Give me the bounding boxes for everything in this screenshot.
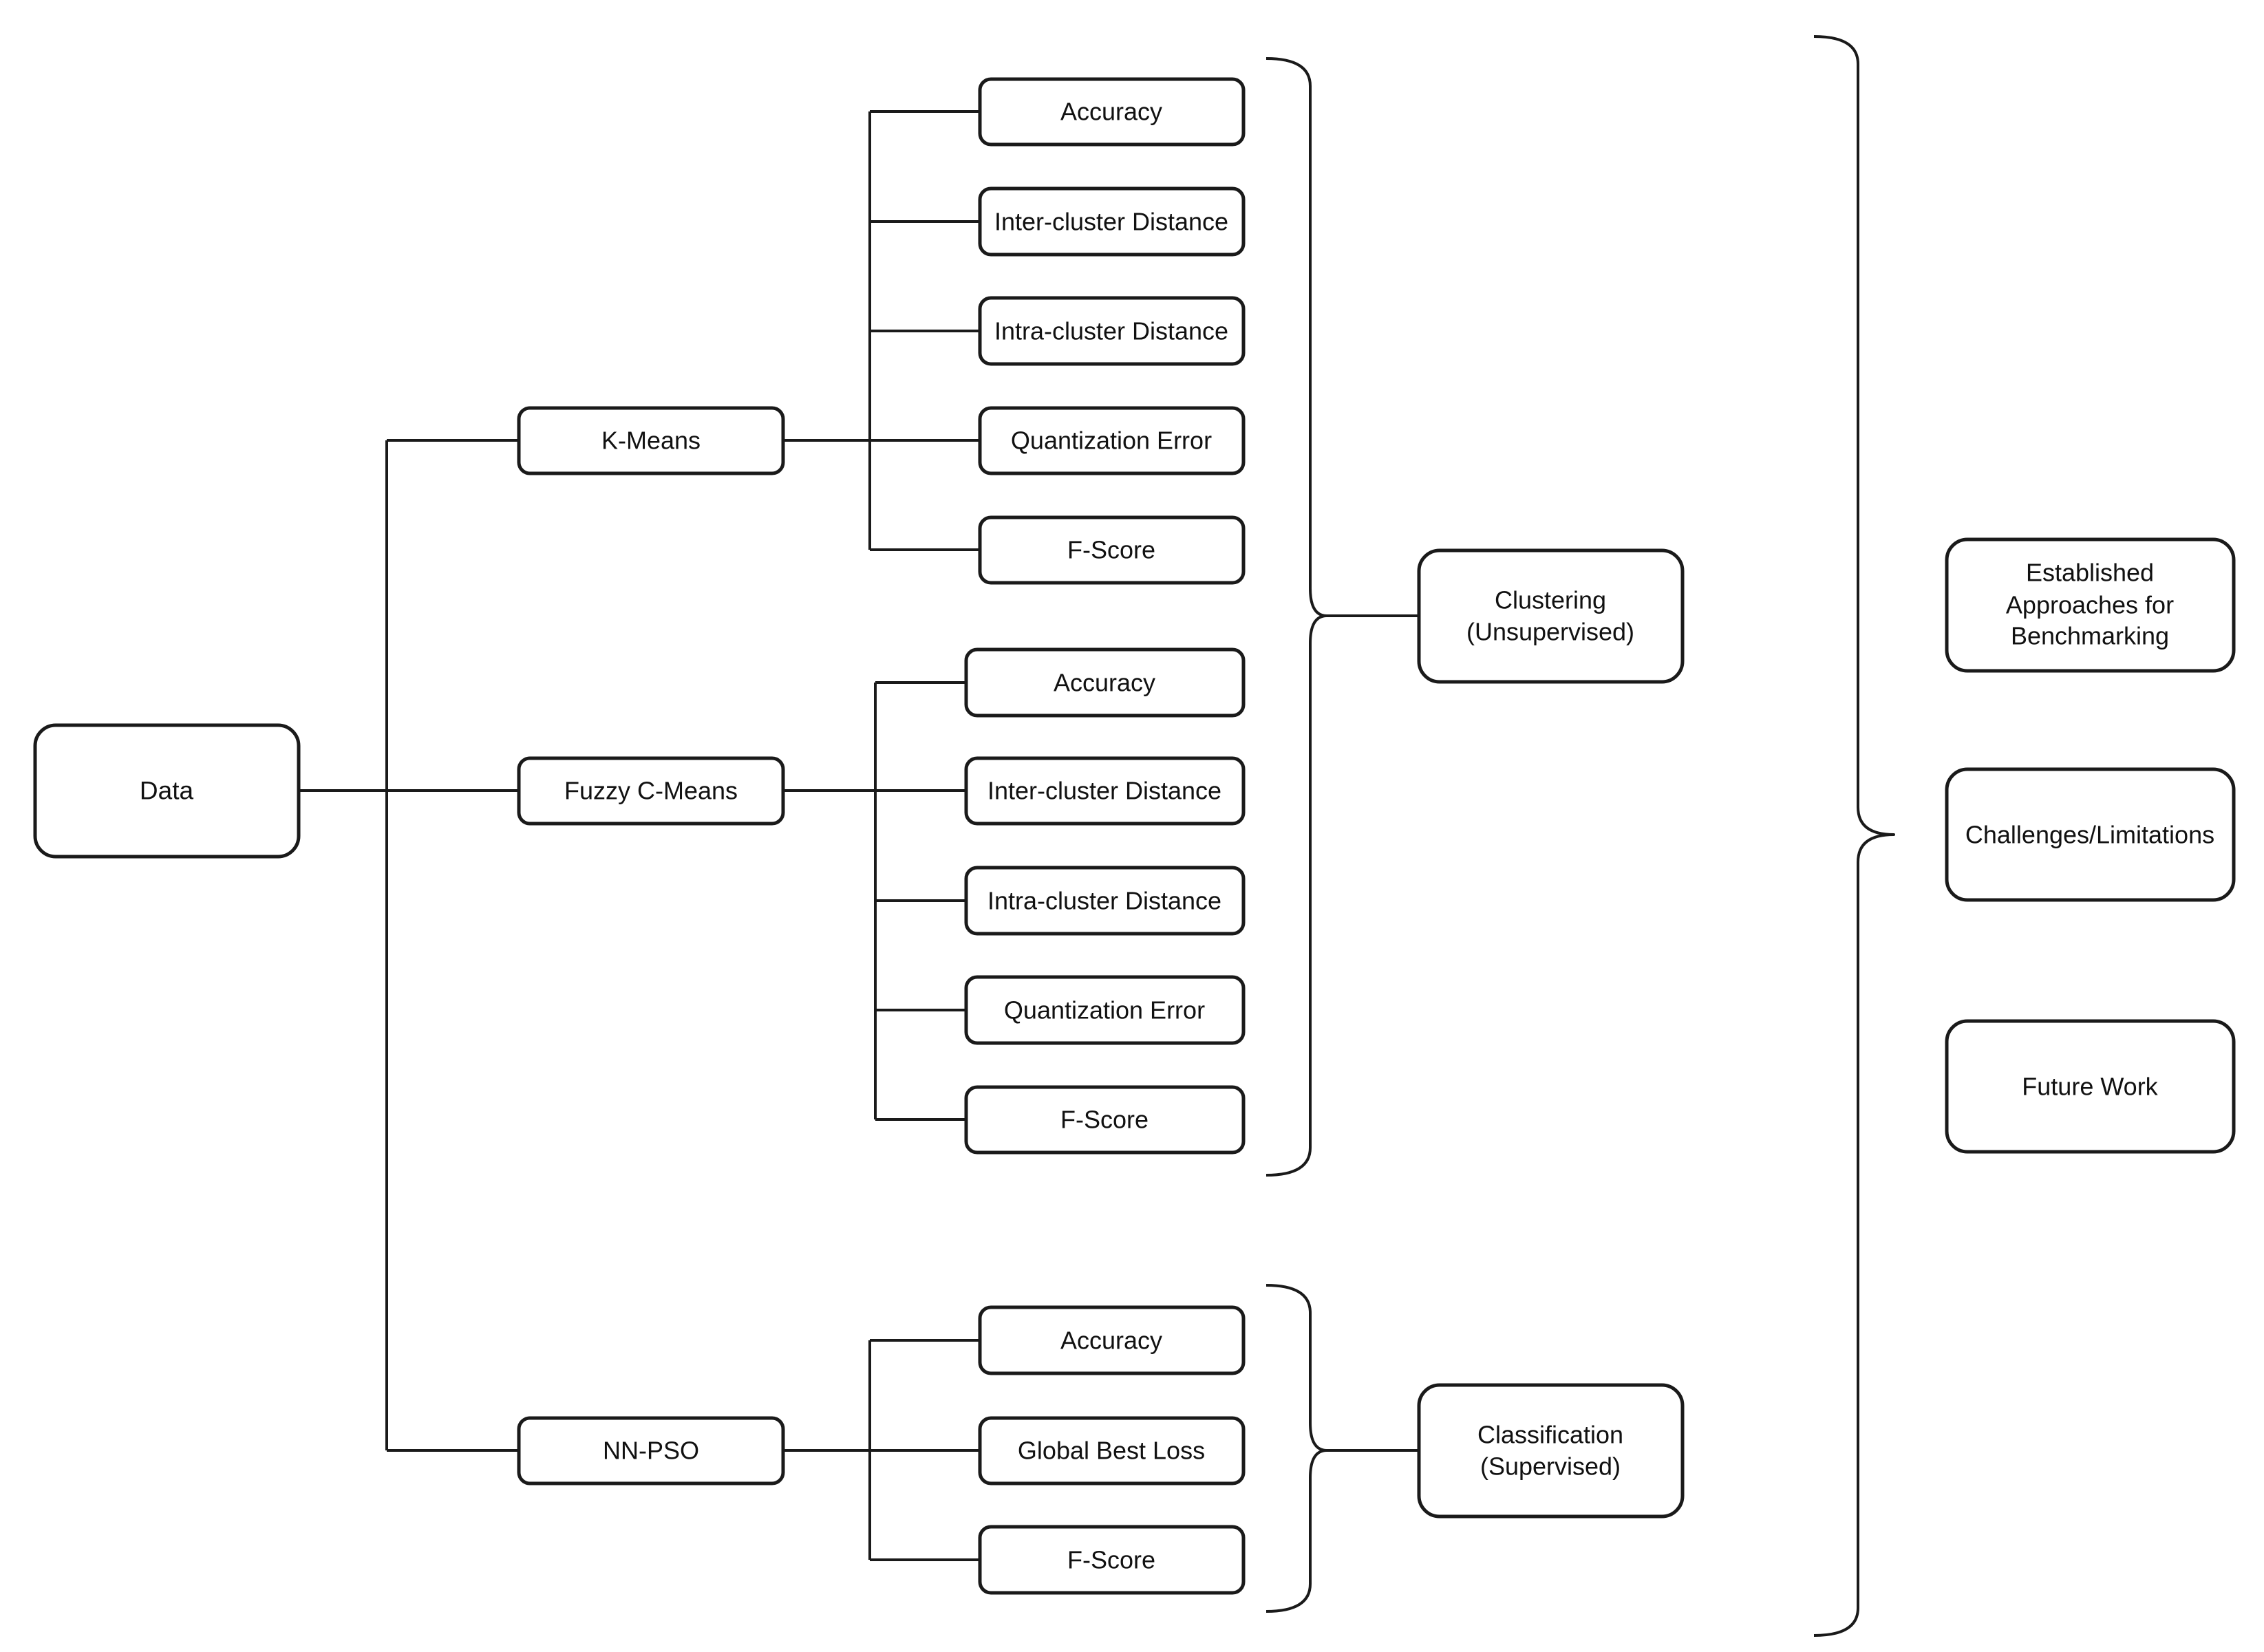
connector-nnpso-metrics (783, 1339, 980, 1561)
node-challenges-limitations: Challenges/Limitations (1945, 767, 2236, 902)
node-fcm-inter-cluster-distance-label: Inter-cluster Distance (987, 777, 1221, 805)
node-fcm-accuracy: Accuracy (964, 647, 1246, 718)
node-clustering-line-1: Clustering (1495, 586, 1606, 614)
node-kmeans-inter-cluster-distance-label: Inter-cluster Distance (994, 208, 1228, 236)
node-future-work-label: Future Work (2022, 1073, 2158, 1101)
node-nn-pso-f-score-label: F-Score (1067, 1546, 1155, 1574)
connector-data-to-algorithms (299, 439, 519, 1452)
node-clustering-line-2: (Unsupervised) (1466, 618, 1634, 646)
node-nn-pso: NN-PSO (517, 1416, 785, 1485)
node-fcm-f-score-label: F-Score (1060, 1106, 1149, 1134)
node-fcm-intra-cluster-distance: Intra-cluster Distance (964, 866, 1246, 936)
node-nn-pso-label: NN-PSO (603, 1437, 699, 1465)
node-nn-pso-accuracy-label: Accuracy (1060, 1327, 1162, 1355)
node-kmeans-intra-cluster-distance-label: Intra-cluster Distance (994, 317, 1228, 345)
outer-brace (1813, 35, 1895, 1637)
connector-kmeans-metrics (783, 110, 980, 551)
node-established-approaches: Established Approaches for Benchmarking (1945, 537, 2236, 673)
node-data-label: Data (140, 777, 194, 805)
connector-fcm-metrics (783, 681, 966, 1121)
node-established-approaches-line-1: Established (2026, 559, 2154, 587)
node-kmeans-quantization-error-label: Quantization Error (1011, 427, 1212, 455)
node-fcm-quantization-error: Quantization Error (964, 975, 1246, 1045)
node-data: Data (33, 723, 301, 859)
node-fuzzy-c-means: Fuzzy C-Means (517, 756, 785, 826)
node-classification: Classification (Supervised) (1417, 1383, 1685, 1519)
node-fcm-quantization-error-label: Quantization Error (1004, 996, 1205, 1025)
node-nn-pso-global-best-loss-label: Global Best Loss (1018, 1437, 1205, 1465)
node-fcm-f-score: F-Score (964, 1085, 1246, 1155)
node-established-approaches-line-3: Benchmarking (2011, 622, 2169, 650)
node-kmeans-accuracy: Accuracy (978, 77, 1246, 147)
node-kmeans-accuracy-label: Accuracy (1060, 98, 1162, 126)
clustering-brace (1266, 57, 1328, 1177)
node-challenges-limitations-label: Challenges/Limitations (1965, 821, 2214, 849)
node-nn-pso-accuracy: Accuracy (978, 1305, 1246, 1375)
node-kmeans-label: K-Means (601, 427, 701, 455)
classification-brace (1266, 1284, 1328, 1613)
node-kmeans-f-score-label: F-Score (1067, 536, 1155, 564)
node-nn-pso-f-score: F-Score (978, 1525, 1246, 1595)
node-kmeans-quantization-error: Quantization Error (978, 406, 1246, 475)
node-future-work: Future Work (1945, 1019, 2236, 1154)
node-fcm-accuracy-label: Accuracy (1054, 669, 1155, 697)
node-kmeans: K-Means (517, 406, 785, 475)
node-kmeans-intra-cluster-distance: Intra-cluster Distance (978, 296, 1246, 366)
node-established-approaches-line-2: Approaches for (2006, 591, 2174, 619)
node-fcm-inter-cluster-distance: Inter-cluster Distance (964, 756, 1246, 826)
node-kmeans-f-score: F-Score (978, 515, 1246, 585)
node-clustering: Clustering (Unsupervised) (1417, 548, 1685, 684)
node-fuzzy-c-means-label: Fuzzy C-Means (564, 777, 738, 805)
braces (1266, 35, 1895, 1637)
node-kmeans-inter-cluster-distance: Inter-cluster Distance (978, 186, 1246, 257)
connectors (299, 110, 1419, 1561)
node-nn-pso-global-best-loss: Global Best Loss (978, 1416, 1246, 1485)
node-classification-line-2: (Supervised) (1480, 1452, 1621, 1481)
node-classification-line-1: Classification (1477, 1421, 1623, 1449)
node-fcm-intra-cluster-distance-label: Intra-cluster Distance (987, 887, 1221, 915)
